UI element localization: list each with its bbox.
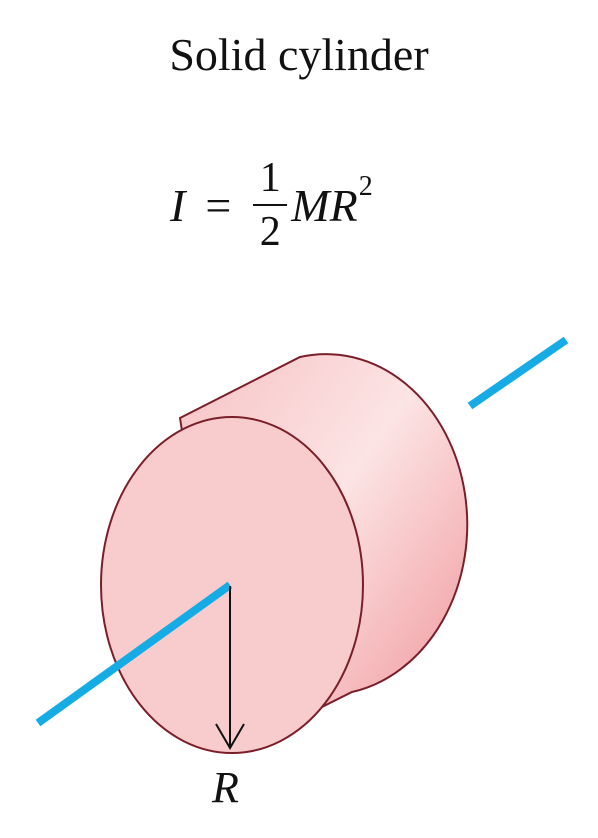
formula-equals-sign: = — [205, 179, 232, 231]
formula-mass-radius: MR — [291, 179, 358, 231]
fraction-denominator: 2 — [259, 209, 281, 255]
formula-fraction: 1 2 — [253, 155, 288, 255]
diagram-title: Solid cylinder — [169, 29, 429, 80]
cylinder-front-face — [100, 416, 364, 754]
formula-inertia-symbol: I — [170, 179, 186, 231]
fraction-bar — [253, 204, 288, 206]
rotation-axis-front — [35, 581, 233, 727]
radius-arrowhead — [215, 723, 245, 750]
formula-exponent: 2 — [358, 171, 373, 202]
fraction-numerator: 1 — [259, 155, 281, 201]
radius-label: R — [212, 763, 239, 812]
rotation-axis-back — [467, 336, 569, 410]
